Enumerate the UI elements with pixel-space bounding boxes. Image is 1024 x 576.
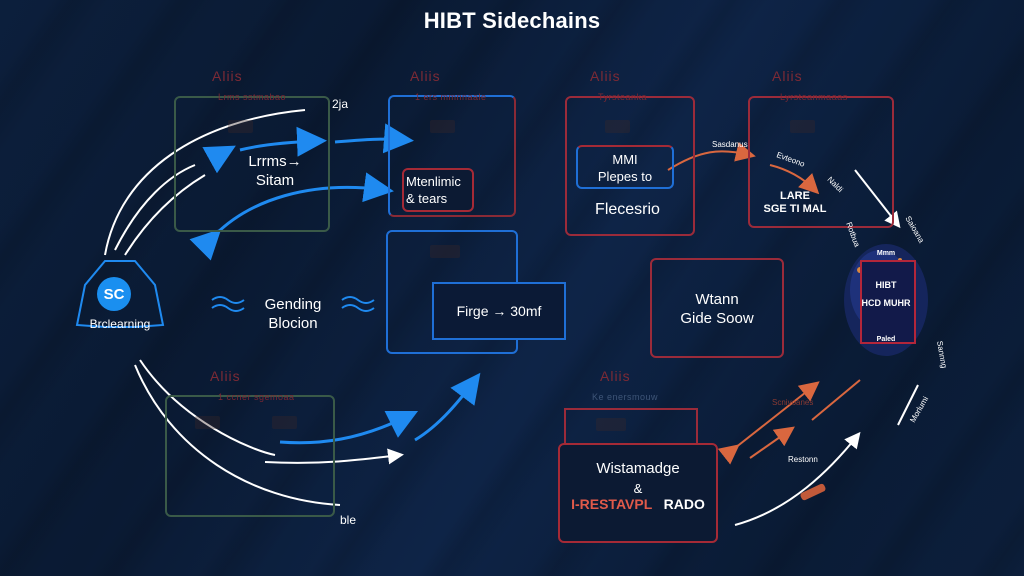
box-top-4-label-line2: SGE TI MAL: [763, 203, 827, 215]
node-shield-outline: [75, 260, 165, 328]
box-mid-1[interactable]: Firge → 30mf: [432, 282, 566, 340]
box-top-3-label: MMI Plepes to: [578, 151, 672, 185]
box-bot-2-back: [564, 408, 698, 448]
box-bot-2-label-line3: I-RESTAVPL RADO: [560, 495, 716, 514]
box-mid-1-tag: [430, 245, 460, 258]
box-top-1-tag: [228, 120, 254, 133]
blue-double-arrow: [189, 172, 394, 261]
hub-label-2: HCD MUHR: [861, 298, 911, 308]
box-top-1-header: Aliis: [212, 68, 243, 84]
white-arrow-hub: [854, 169, 901, 229]
box-bot-2-tag: [596, 418, 626, 431]
sc-icon: SC: [97, 277, 131, 311]
box-top-4[interactable]: [748, 96, 894, 228]
box-top-2-tag: [430, 120, 456, 133]
white-arc-bot-right: [734, 431, 861, 526]
box-bot-1-side-note: ble: [340, 513, 357, 527]
hub-label-bottom: Paled: [876, 336, 896, 343]
box-top-3-inner[interactable]: MMI Plepes to: [576, 145, 674, 189]
box-top-1[interactable]: [174, 96, 330, 232]
box-bot-2-label-white: RADO: [663, 496, 705, 512]
box-top-1-side-note: 2ja: [332, 97, 349, 111]
box-top-3-tag: [605, 120, 631, 133]
box-top-4-subheader: Lyrsteanmaaas: [780, 92, 848, 102]
diagram-title: HIBT Sidechains: [423, 8, 601, 33]
box-bot-1-tag-right: [272, 416, 298, 429]
arrow-label-1: Sasdanus: [712, 140, 748, 149]
box-bot-2[interactable]: Wistamadge & I-RESTAVPL RADO: [558, 443, 718, 543]
hub-frame: [860, 260, 916, 344]
wave-left: [211, 296, 245, 312]
blue-arrow-3: [334, 123, 414, 154]
box-top-2-subheader: 1 ers mmnnaale: [415, 92, 487, 102]
box-top-4-label-line1: LARE: [780, 190, 810, 202]
white-line-right: [897, 384, 919, 426]
box-mid-2-label-line2: Gide Soow: [680, 310, 754, 327]
box-top-3-label-line1: MMI: [612, 152, 638, 167]
box-top-3-subheader: Tyrsteanka: [598, 92, 648, 102]
box-top-3-label-line2: Plepes to: [597, 169, 653, 184]
white-arc-top-1: [104, 109, 306, 256]
orange-arrow-bot-1: [717, 381, 820, 465]
middle-label-line1: Gending: [264, 296, 322, 313]
arrow-label-8: Scnivoanes: [772, 398, 814, 407]
blue-arrow-bot-1: [279, 410, 419, 445]
orange-arrow-top: [667, 142, 756, 171]
wave-right: [341, 296, 375, 312]
box-bot-1-tag-left: [195, 416, 221, 429]
box-top-3[interactable]: [565, 96, 695, 236]
middle-label: Gending Blocion: [258, 295, 328, 333]
box-top-1-label-line1: Lrrms→: [248, 153, 302, 170]
box-bot-2-label-line2: &: [633, 481, 643, 496]
box-bot-1-subheader: 1 ccner sgemoaa: [218, 392, 295, 402]
hub-label-top: Mmm: [876, 250, 896, 257]
box-top-4-label: LARE SGE TI MAL: [760, 190, 830, 216]
box-top-2-header: Aliis: [410, 68, 441, 84]
box-top-1-label-line2: Sitam: [255, 172, 295, 189]
box-bot-2-subheader: Ke enersmouw: [592, 392, 659, 402]
box-top-2[interactable]: [388, 95, 516, 217]
box-top-2-inner[interactable]: Mtenlimic & tears: [402, 168, 474, 212]
box-bot-2-label-line1: Wistamadge: [596, 460, 680, 477]
box-top-1-label: Lrrms→ Sitam: [240, 152, 310, 190]
box-top-4-tag: [790, 120, 816, 133]
orange-arrow-bot-3: [811, 379, 861, 421]
left-node-sidechain[interactable]: SC Brclearning: [75, 255, 165, 343]
hub-label-1: HIBT: [875, 280, 897, 290]
box-bot-1-header: Aliis: [210, 368, 241, 384]
box-top-2-label-line1: Mtenlimic: [406, 174, 461, 189]
box-top-1-subheader: Lrms sstmabao: [218, 92, 287, 102]
hibt-hub[interactable]: Mmm HIBT HCD MUHR Paled: [840, 240, 930, 360]
blue-arrow-1: [202, 145, 236, 174]
box-mid-2[interactable]: Wtann Gide Soow: [650, 258, 784, 358]
box-top-3-caption: Flecesrio: [595, 201, 660, 218]
arrow-label-9: Restonn: [788, 455, 818, 464]
white-arc-top-2: [114, 164, 196, 251]
orange-arrow-top-2: [769, 164, 820, 195]
box-top-4-header: Aliis: [772, 68, 803, 84]
box-top-2-label: Mtenlimic & tears: [406, 173, 472, 207]
box-mid-2-label: Wtann Gide Soow: [652, 290, 782, 328]
box-mid-2-label-line1: Wtann: [695, 291, 739, 308]
box-mid-1-label: Firge → 30mf: [456, 303, 542, 319]
middle-label-line2: Blocion: [268, 315, 318, 332]
box-bot-2-header: Aliis: [600, 368, 631, 384]
white-arc-bot-2: [264, 448, 404, 465]
box-bot-1[interactable]: [165, 395, 335, 517]
white-arc-bot-1: [139, 359, 276, 456]
white-arc-bot-3: [134, 364, 341, 506]
blue-arrow-bot-2: [414, 372, 481, 442]
box-top-3-header: Aliis: [590, 68, 621, 84]
blue-arrow-2: [239, 126, 327, 157]
left-node-label: Brclearning: [89, 317, 151, 331]
orange-arrow-bot-2: [749, 426, 795, 459]
box-bot-2-label-red: I-RESTAVPL: [571, 496, 652, 512]
box-top-2-label-line2: & tears: [406, 191, 448, 206]
